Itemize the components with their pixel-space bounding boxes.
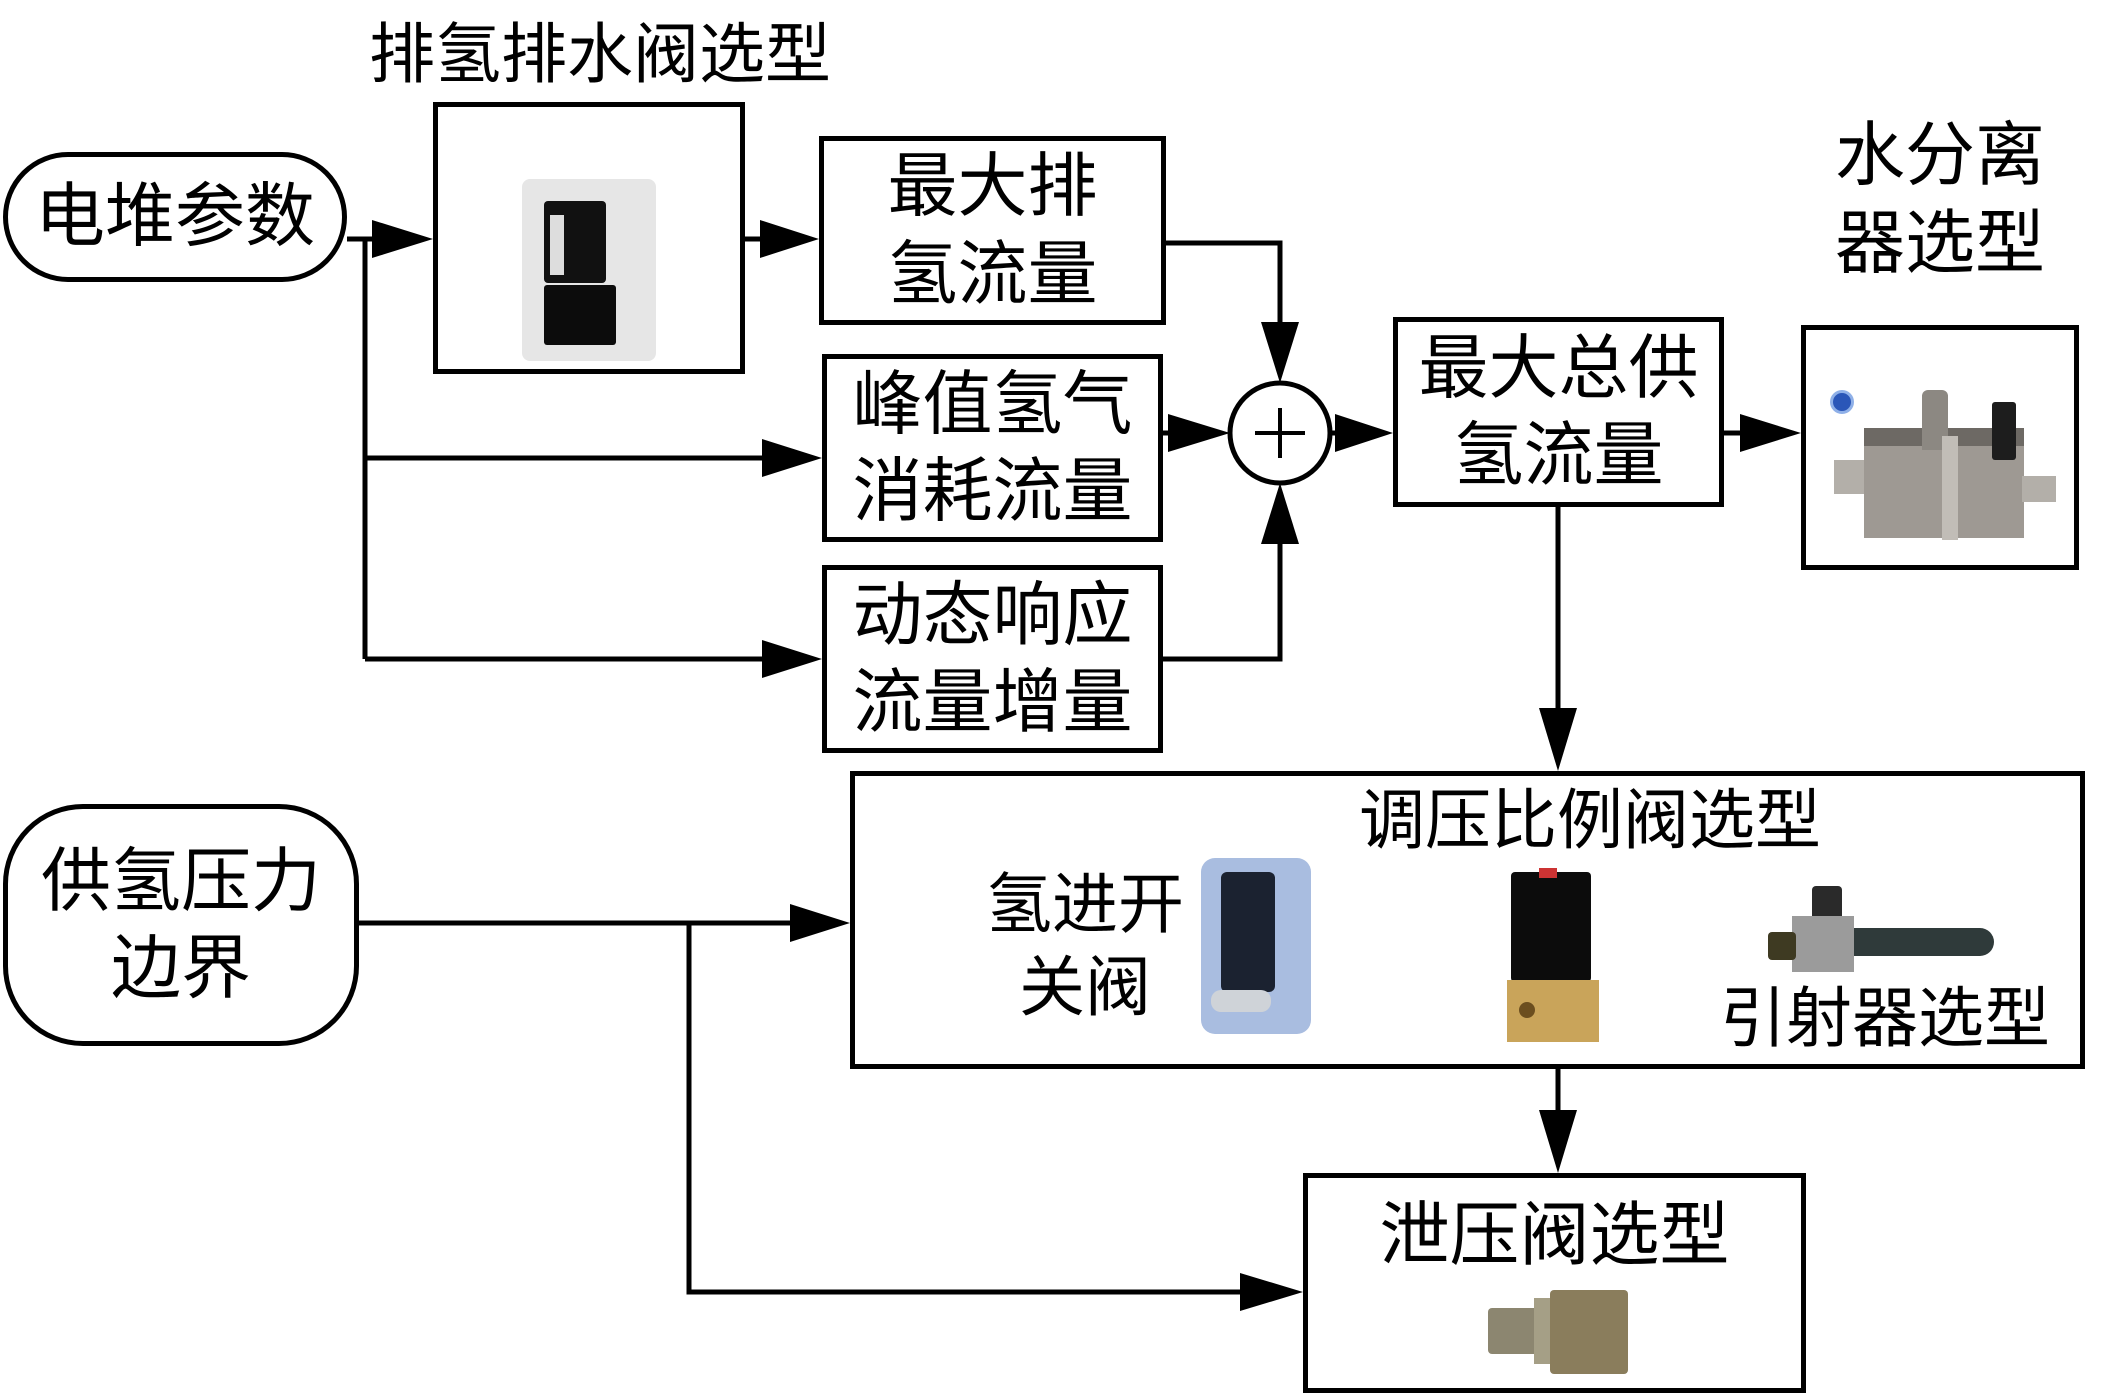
max-purge-flow-line-2: 氢流量 [887,232,1098,315]
max-purge-flow-line-1: 最大排 [887,145,1098,227]
arrow-supply-to-relief [686,923,1250,1295]
water-separator-line-2: 器选型 [1835,201,2045,284]
water-separator-box [1801,325,2079,570]
solenoid-purge-valve-photo [522,179,656,361]
dynamic-increment-line-2: 流量增量 [852,661,1133,743]
arrow-dynamic-to-sum [1163,540,1283,662]
arrow-max-purge-to-sum [1166,240,1283,325]
stack-parameters-node: 电堆参数 [3,152,347,282]
ejector-label: 引射器选型 [1720,980,2050,1057]
relief-valve-label: 泄压阀选型 [1379,1194,1730,1276]
arrowhead [372,220,433,258]
pressure-regulation-box: 调压比例阀选型 氢进开 关阀 引射器选型 [850,771,2085,1069]
arrowhead [1168,414,1230,452]
peak-consumption-box: 峰值氢气 消耗流量 [822,354,1163,542]
supply-pressure-boundary-node: 供氢压力 边界 [3,804,359,1046]
max-purge-flow-box: 最大排 氢流量 [819,136,1166,325]
sum-node [1227,380,1333,486]
max-total-supply-line-1: 最大总供 [1418,326,1699,409]
stack-parameters-label: 电堆参数 [35,175,315,258]
arrowhead [1261,483,1299,544]
relief-valve-box: 泄压阀选型 [1303,1173,1806,1393]
brand-logo-icon [1830,390,1854,414]
hydrogen-shutoff-valve-line-2: 关阀 [1019,948,1151,1026]
water-separator-line-1: 水分离 [1835,114,2045,196]
ejector-photo [1750,886,2010,986]
arrowhead [790,904,850,942]
purge-valve-label: 排氢排水阀选型 [369,16,831,93]
supply-pressure-line-2: 边界 [111,927,251,1009]
hydrogen-shutoff-valve-line-1: 氢进开 [986,866,1184,943]
pressure-relief-valve-photo [1488,1290,1628,1374]
arrowhead [762,439,822,477]
hydrogen-shutoff-valve-label: 氢进开 关阀 [955,864,1215,1029]
proportional-valve-photo [1501,868,1611,1048]
pressure-regulation-title: 调压比例阀选型 [1359,782,1821,859]
dynamic-increment-box: 动态响应 流量增量 [822,565,1163,753]
arrowhead [760,220,819,258]
peak-consumption-line-2: 消耗流量 [852,450,1133,532]
max-total-supply-box: 最大总供 氢流量 [1393,317,1724,507]
peak-consumption-line-1: 峰值氢气 [852,362,1133,445]
arrowhead [1261,322,1299,383]
arrowhead [1335,414,1393,452]
arrowhead [1539,1110,1577,1173]
supply-pressure-line-1: 供氢压力 [41,839,321,922]
arrowhead [1740,414,1801,452]
max-total-supply-line-2: 氢流量 [1453,414,1664,496]
dynamic-increment-line-1: 动态响应 [852,573,1133,656]
arrowhead [1539,708,1577,771]
hydrogen-shutoff-valve-photo [1201,858,1311,1034]
purge-valve-box [433,102,745,374]
water-separator-label: 水分离 器选型 [1800,112,2080,287]
arrowhead [1240,1273,1303,1311]
water-separator-photo [1824,390,2064,540]
arrowhead [762,640,822,678]
